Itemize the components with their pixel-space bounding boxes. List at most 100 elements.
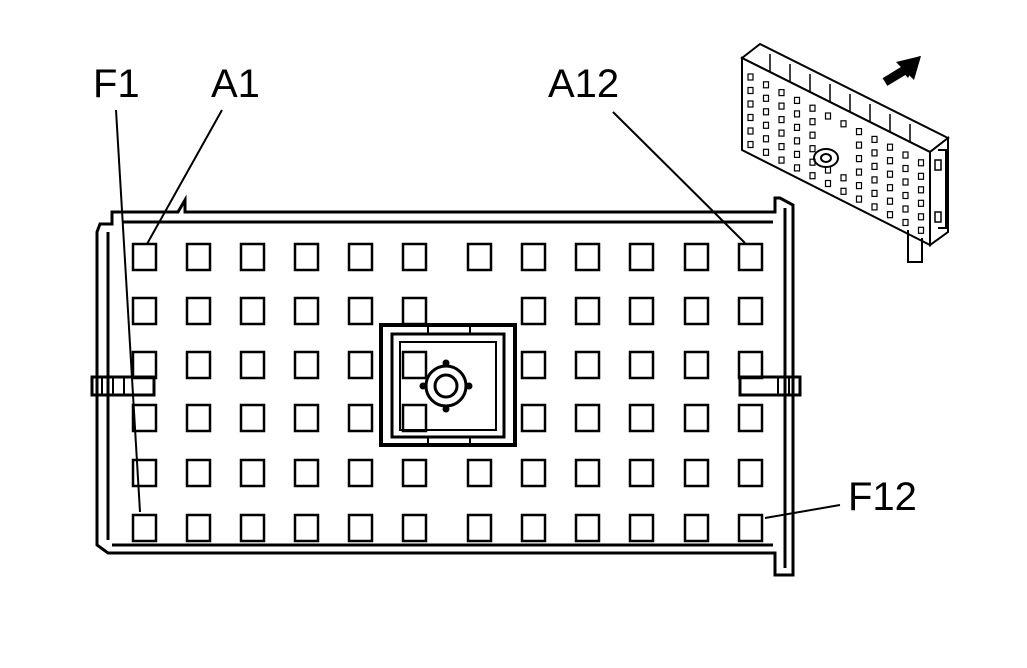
iso-pin-cavity [917, 172, 925, 180]
iso-pin-cavity [855, 128, 863, 136]
label-f1: F1 [93, 62, 140, 106]
pin-cavity [131, 242, 158, 272]
pin-cavity [239, 242, 266, 272]
pin-cavity [293, 513, 320, 543]
pin-cavity [347, 458, 374, 488]
iso-pin-cavity [871, 176, 878, 184]
pin-cavity [293, 296, 320, 326]
iso-pin-cavity [809, 104, 816, 112]
connector-housing [90, 194, 802, 577]
iso-pin-cavity [809, 172, 816, 180]
pin-cavity [131, 513, 158, 543]
iso-pin-cavity [871, 149, 878, 157]
pin-cavity [737, 458, 764, 488]
pin-cavity [628, 403, 655, 433]
label-a12: A12 [548, 62, 619, 106]
direction-arrow-icon [881, 56, 921, 86]
pin-cavity [466, 513, 493, 543]
iso-pin-cavity [902, 164, 909, 173]
pin-cavity [185, 296, 212, 326]
iso-pin-cavity [762, 135, 770, 143]
pin-cavity [293, 458, 320, 488]
pin-cavity [185, 513, 212, 543]
pin-cavity [239, 403, 266, 433]
pin-cavity [401, 513, 428, 543]
iso-pin-cavity [824, 166, 832, 174]
iso-pin-cavity [778, 143, 785, 151]
pin-cavity [131, 403, 158, 433]
pin-cavity [628, 242, 655, 272]
leader-lines [115, 109, 841, 519]
iso-pin-cavity [871, 189, 878, 197]
center-bolt-boss [379, 323, 517, 447]
iso-pin-cavity [778, 115, 785, 124]
pin-cavity [737, 350, 764, 380]
pin-cavity [347, 296, 374, 326]
iso-pin-cavity [902, 178, 909, 186]
iso-pin-cavity [793, 164, 801, 172]
pin-cavity [574, 513, 601, 543]
pin-cavity [683, 458, 710, 488]
pin-cavity [520, 296, 547, 326]
pin-cavity [574, 350, 601, 380]
iso-pin-cavity [809, 145, 816, 153]
iso-pin-cavity [855, 141, 863, 149]
iso-pin-cavity [886, 170, 894, 178]
pin-cavity [466, 458, 493, 488]
pin-cavity [239, 296, 266, 326]
iso-pin-cavity [809, 131, 816, 139]
iso-pin-cavity [793, 110, 801, 118]
iso-pin-cavity [793, 123, 801, 132]
pin-cavity-grid [131, 242, 764, 543]
iso-pin-grid [747, 73, 925, 234]
iso-pin-cavity [762, 121, 770, 129]
leader-a12 [612, 111, 746, 244]
iso-pin-cavity [747, 113, 754, 122]
pin-cavity [628, 350, 655, 380]
iso-pin-cavity [840, 120, 847, 128]
iso-pin-cavity [762, 108, 770, 116]
pin-cavity [628, 296, 655, 326]
pin-cavity [347, 513, 374, 543]
pin-cavity [520, 513, 547, 543]
iso-pin-cavity [778, 88, 785, 97]
iso-pin-cavity [917, 226, 925, 234]
pin-cavity [574, 242, 601, 272]
label-f12: F12 [848, 475, 917, 519]
iso-pin-cavity [855, 182, 863, 190]
pin-cavity [683, 403, 710, 433]
iso-pin-cavity [809, 118, 816, 126]
iso-pin-cavity [886, 197, 894, 205]
iso-pin-cavity [917, 186, 925, 194]
pin-cavity [628, 513, 655, 543]
iso-pin-cavity [902, 151, 909, 159]
iso-pin-cavity [762, 81, 770, 89]
pin-cavity [520, 458, 547, 488]
iso-pin-cavity [886, 157, 894, 165]
iso-pin-cavity [778, 156, 785, 164]
pin-cavity [574, 403, 601, 433]
pin-cavity [347, 403, 374, 433]
label-a1: A1 [211, 62, 260, 106]
pin-cavity [293, 242, 320, 272]
pin-cavity [683, 513, 710, 543]
iso-pin-cavity [778, 129, 785, 137]
pin-cavity [683, 296, 710, 326]
iso-pin-cavity [855, 195, 863, 203]
pin-cavity [239, 458, 266, 488]
pin-cavity [347, 242, 374, 272]
iso-pin-cavity [855, 168, 863, 176]
iso-pin-cavity [871, 203, 878, 211]
iso-pin-cavity [917, 199, 925, 207]
pin-cavity [401, 458, 428, 488]
iso-pin-cavity [762, 148, 770, 156]
pin-cavity [737, 403, 764, 433]
iso-pin-cavity [871, 162, 878, 170]
pin-cavity [401, 350, 428, 380]
iso-pin-cavity [855, 155, 863, 163]
pin-cavity [466, 242, 493, 272]
iso-pin-cavity [747, 100, 754, 108]
leader-f12 [764, 504, 841, 519]
iso-pin-cavity [902, 205, 909, 213]
